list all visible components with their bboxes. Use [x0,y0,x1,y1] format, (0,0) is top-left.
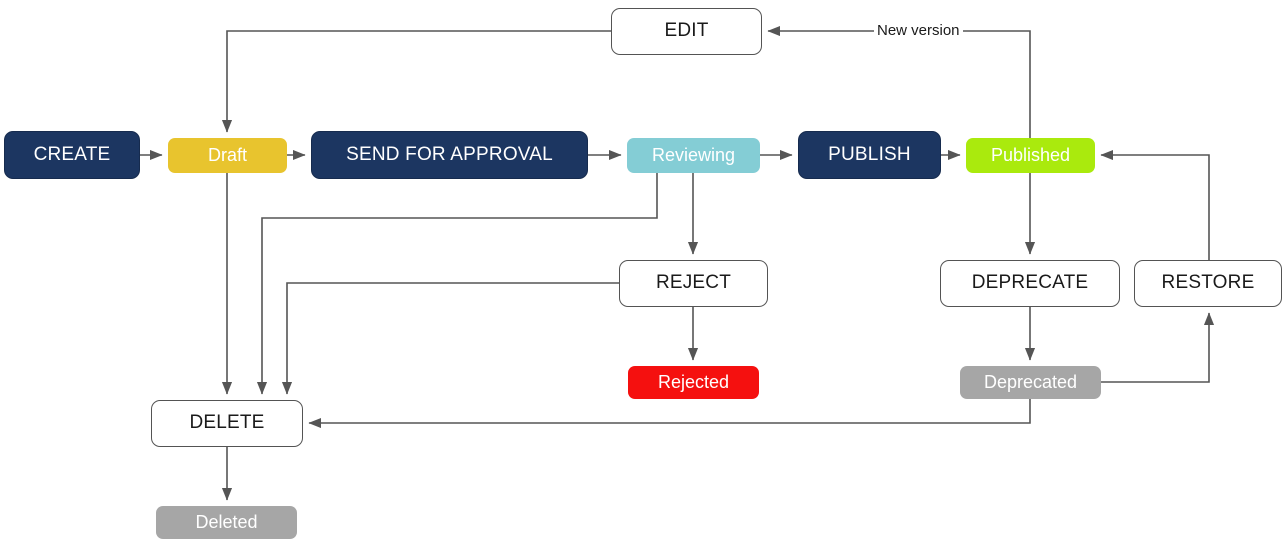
node-label-create: CREATE [33,143,111,165]
node-label-rejected: Rejected [657,371,730,392]
node-label-reject: REJECT [655,272,732,294]
edge-reviewing-to-delete [256,173,658,395]
node-deprecate[interactable]: DEPRECATE [940,260,1120,307]
node-label-draft: Draft [207,144,247,165]
edge-restore-to-published [1100,149,1210,260]
node-deprecated[interactable]: Deprecated [960,366,1101,399]
edge-label-new-version: New version [874,22,963,39]
node-deleted[interactable]: Deleted [156,506,297,539]
node-delete[interactable]: DELETE [151,400,303,447]
node-label-deprecated: Deprecated [983,371,1078,392]
node-reviewing[interactable]: Reviewing [627,138,760,173]
edge-deprecated-to-delete [308,399,1031,429]
edge-edit-to-draft [221,30,611,133]
node-label-edit: EDIT [664,20,709,42]
node-draft[interactable]: Draft [168,138,287,173]
node-label-send: SEND FOR APPROVAL [346,143,553,165]
node-label-reviewing: Reviewing [651,144,736,165]
node-published[interactable]: Published [966,138,1095,173]
node-publish[interactable]: PUBLISH [798,131,941,179]
node-label-deprecate: DEPRECATE [971,272,1089,294]
edge-deprecated-to-restore [1101,312,1215,383]
edge-published-to-edit [767,25,1031,173]
node-label-delete: DELETE [189,412,265,434]
node-reject[interactable]: REJECT [619,260,768,307]
node-label-published: Published [990,144,1071,165]
node-send[interactable]: SEND FOR APPROVAL [311,131,588,179]
node-label-restore: RESTORE [1161,272,1255,294]
node-create[interactable]: CREATE [4,131,140,179]
edge-reject-to-delete [281,282,619,395]
node-label-deleted: Deleted [195,511,258,532]
node-restore[interactable]: RESTORE [1134,260,1282,307]
node-rejected[interactable]: Rejected [628,366,759,399]
node-label-publish: PUBLISH [828,143,911,165]
node-edit[interactable]: EDIT [611,8,762,55]
